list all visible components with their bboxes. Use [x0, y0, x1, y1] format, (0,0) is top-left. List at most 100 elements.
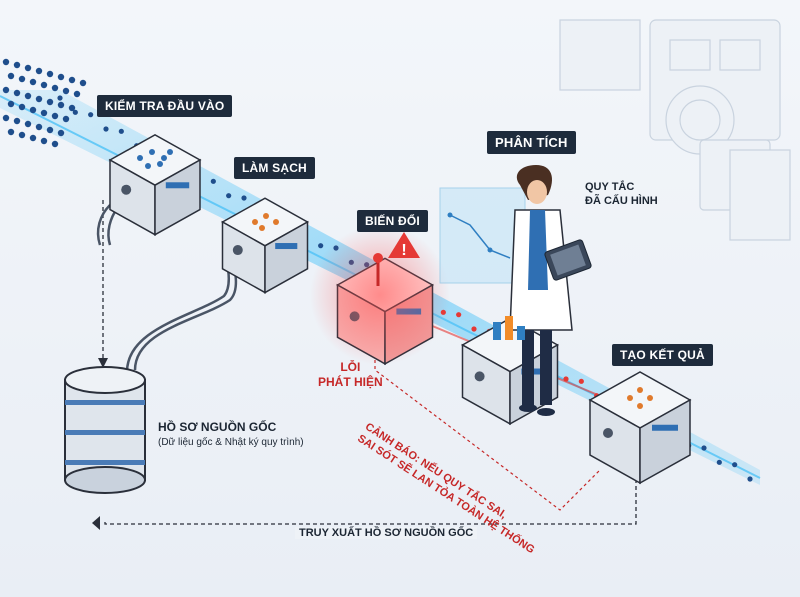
data-dot [40, 81, 48, 89]
error-lever-icon [373, 253, 383, 286]
node-dot [157, 161, 163, 167]
node-dot [149, 149, 155, 155]
flow-dot [57, 95, 63, 101]
provenance-title: HỒ SƠ NGUỒN GỐC [158, 420, 277, 434]
data-dot [13, 61, 21, 69]
data-dot [35, 67, 43, 75]
error-glow [310, 225, 450, 365]
data-dot [18, 131, 26, 139]
data-dot [13, 117, 21, 125]
flow-dot [747, 476, 753, 482]
data-dot [68, 104, 76, 112]
node-dot [263, 213, 269, 219]
warning-triangle-icon: ! [388, 232, 420, 259]
node-input-check [108, 133, 202, 236]
error-line2: PHÁT HIỆN [318, 375, 383, 389]
background-machinery [559, 19, 791, 241]
trace-label: TRUY XUẤT HỒ SƠ NGUỒN GỐC [295, 527, 478, 539]
data-dot [51, 140, 59, 148]
provenance-subtitle: (Dữ liệu gốc & Nhật ký quy trình) [158, 437, 304, 448]
data-dot [7, 128, 15, 136]
flow-dot [88, 112, 94, 118]
data-dot [62, 87, 70, 95]
flow-dot [456, 312, 462, 318]
trace-arrow-down [98, 358, 108, 368]
flow-dot [471, 326, 477, 332]
node-dot [273, 219, 279, 225]
data-dot [24, 64, 32, 72]
holo-screen [439, 187, 526, 284]
data-dot [7, 100, 15, 108]
trace-arrow-left [92, 516, 100, 530]
data-dot [68, 76, 76, 84]
config-rules-line2: ĐÃ CẤU HÌNH [585, 195, 658, 207]
data-dot [7, 72, 15, 80]
config-rules-line1: QUY TẮC [585, 181, 635, 193]
data-dot [57, 129, 65, 137]
node-dot [637, 387, 643, 393]
data-dot [29, 106, 37, 114]
node-result [588, 371, 692, 485]
data-dot [57, 101, 65, 109]
data-dot [2, 114, 10, 122]
config-rules-label: QUY TẮC ĐÃ CẤU HÌNH [585, 180, 658, 208]
flow-dot [318, 243, 324, 249]
data-dot [29, 78, 37, 86]
data-dot [46, 126, 54, 134]
flow-dot [72, 109, 78, 115]
data-dot [18, 103, 26, 111]
error-line1: LỖI [340, 360, 361, 374]
node-dot [252, 219, 258, 225]
node-dot [259, 225, 265, 231]
data-dot [24, 120, 32, 128]
flow-dot [578, 378, 584, 384]
analysis-bars [493, 316, 525, 340]
flow-dot [210, 178, 216, 184]
analyst-figure [439, 165, 592, 416]
node-dot [637, 403, 643, 409]
database-cables [96, 204, 238, 373]
data-dot [24, 92, 32, 100]
data-dot [2, 86, 10, 94]
trace-lines [102, 200, 637, 525]
flow-dot [732, 462, 738, 468]
flow-dot [103, 126, 109, 132]
data-dot [18, 75, 26, 83]
stage-label-clean: LÀM SẠCH [234, 157, 315, 179]
stage-label-analyze: PHÂN TÍCH [487, 131, 576, 154]
data-dot [51, 112, 59, 120]
flow-dot [701, 445, 707, 451]
data-dot [62, 115, 70, 123]
node-dot [161, 155, 167, 161]
data-dot [46, 98, 54, 106]
data-dot [40, 109, 48, 117]
node-dot [145, 163, 151, 169]
node-dot [647, 395, 653, 401]
flow-dot [118, 128, 124, 134]
stage-label-input-check: KIỂM TRA ĐẦU VÀO [97, 95, 233, 117]
flow-dot [241, 195, 247, 201]
stage-label-transform: BIẾN ĐỔI [357, 210, 428, 232]
node-clean [220, 197, 310, 294]
warning-path [374, 360, 601, 511]
node-dot [137, 155, 143, 161]
data-dot [13, 89, 21, 97]
provenance-database [64, 366, 146, 494]
data-dot [57, 73, 65, 81]
data-dot [2, 58, 10, 66]
svg-text:!: ! [401, 242, 406, 259]
node-dot [627, 395, 633, 401]
data-dot [73, 90, 81, 98]
flow-dot [716, 459, 722, 465]
input-data-scatter [2, 58, 87, 148]
error-detected-label: LỖI PHÁT HIỆN [318, 360, 383, 390]
data-dot [29, 134, 37, 142]
data-dot [40, 137, 48, 145]
data-dot [46, 70, 54, 78]
data-dot [79, 79, 87, 87]
data-dot [35, 123, 43, 131]
stage-label-result: TẠO KẾT QUẢ [612, 344, 713, 366]
flow-dot [226, 193, 232, 199]
